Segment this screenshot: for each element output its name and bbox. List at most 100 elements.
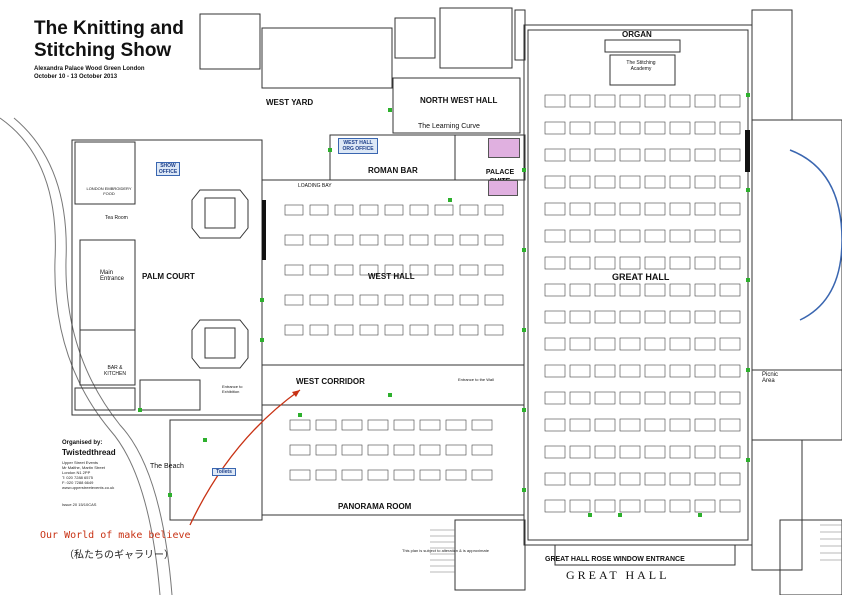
exhibition-stand <box>359 264 379 276</box>
exhibition-stand <box>644 283 666 297</box>
great-hall-big-label: GREAT HALL <box>566 568 670 582</box>
exhibition-stand <box>341 419 363 431</box>
address-line: www.upperstreetevents.co.uk <box>62 485 115 490</box>
exhibition-stand <box>694 121 716 135</box>
exhibition-stand <box>694 391 716 405</box>
exhibition-stand <box>544 418 566 432</box>
exhibition-stand <box>619 121 641 135</box>
exhibition-stand <box>484 324 504 336</box>
exhibition-stand <box>594 175 616 189</box>
exhibition-stand <box>409 264 429 276</box>
exhibition-stand <box>393 419 415 431</box>
exhibition-stand <box>694 472 716 486</box>
exhibition-stand <box>644 418 666 432</box>
exhibition-stand <box>544 148 566 162</box>
exhibition-stand <box>669 175 691 189</box>
show-office-label: SHOW OFFICE <box>156 162 180 176</box>
exhibition-stand <box>359 324 379 336</box>
door-marker <box>138 408 142 412</box>
exhibition-stand <box>569 418 591 432</box>
exhibition-stand <box>719 121 741 135</box>
exhibition-stand <box>644 364 666 378</box>
exhibition-stand <box>719 418 741 432</box>
london-embroidery-label: LONDON EMBROIDERY FOOD <box>86 186 132 196</box>
the-beach-label: The Beach <box>150 463 184 470</box>
exhibition-stand <box>719 472 741 486</box>
exhibition-stand <box>719 175 741 189</box>
exhibition-stand <box>669 121 691 135</box>
exhibition-stand <box>384 204 404 216</box>
door-marker <box>522 408 526 412</box>
exhibition-stand <box>594 337 616 351</box>
exhibition-stand <box>384 324 404 336</box>
door-marker <box>388 108 392 112</box>
exhibition-stand <box>434 294 454 306</box>
exhibition-stand <box>619 229 641 243</box>
exhibition-stand <box>544 499 566 513</box>
exhibition-stand <box>594 418 616 432</box>
organiser-heading: Organised by: <box>62 440 103 446</box>
picnic-area-label: Picnic Area <box>762 372 779 384</box>
palace-suite-room <box>488 138 520 158</box>
exhibition-stand <box>569 337 591 351</box>
exhibition-stand <box>309 204 329 216</box>
exhibition-stand <box>544 337 566 351</box>
exhibition-stand <box>569 256 591 270</box>
exhibition-stand <box>309 234 329 246</box>
exhibition-stand <box>384 234 404 246</box>
exhibition-stand <box>694 499 716 513</box>
exhibition-stand <box>409 204 429 216</box>
exhibition-stand <box>694 418 716 432</box>
exhibition-stand <box>694 310 716 324</box>
organiser-name: Twistedthread <box>62 448 116 457</box>
exhibition-stand <box>669 499 691 513</box>
issue-label: Issue 20 15/10CAS <box>62 502 97 507</box>
door-marker <box>260 338 264 342</box>
exhibition-stand <box>359 234 379 246</box>
exhibition-stand <box>544 283 566 297</box>
exhibition-stand <box>284 324 304 336</box>
exhibition-stand <box>544 121 566 135</box>
exhibition-stand <box>694 175 716 189</box>
door-marker <box>448 198 452 202</box>
exhibition-stand <box>644 175 666 189</box>
exhibition-stand <box>434 234 454 246</box>
bar-kitchen-label: BAR & KITCHEN <box>104 365 126 377</box>
address-line: London N1 2PP <box>62 470 91 475</box>
exhibition-stand <box>694 202 716 216</box>
door-marker <box>522 248 526 252</box>
exhibition-stand <box>334 204 354 216</box>
exhibition-stand <box>694 256 716 270</box>
callout-japanese: （私たちのギャラリー） <box>64 550 174 561</box>
door-marker <box>618 513 622 517</box>
exhibition-stand <box>367 444 389 456</box>
learning-curve-label: The Learning Curve <box>418 123 480 130</box>
exhibition-stand <box>284 294 304 306</box>
exhibition-stand <box>484 204 504 216</box>
exhibition-stand <box>334 234 354 246</box>
exhibition-stand <box>644 472 666 486</box>
door-marker <box>588 513 592 517</box>
great-hall-label: GREAT HALL <box>612 272 670 282</box>
exhibition-stand <box>341 444 363 456</box>
door-marker <box>522 168 526 172</box>
exhibition-stand <box>569 121 591 135</box>
exhibition-stand <box>644 148 666 162</box>
exhibition-stand <box>569 148 591 162</box>
exhibition-stand <box>719 229 741 243</box>
exhibition-stand <box>669 364 691 378</box>
exhibition-stand <box>669 391 691 405</box>
exhibition-stand <box>569 229 591 243</box>
exhibition-stand <box>619 418 641 432</box>
door-marker <box>328 148 332 152</box>
exhibition-stand <box>619 202 641 216</box>
exhibition-stand <box>619 256 641 270</box>
exhibition-stand <box>419 444 441 456</box>
exhibition-stand <box>644 391 666 405</box>
exhibition-stand <box>719 499 741 513</box>
exhibition-stand <box>341 469 363 481</box>
magenta-room <box>488 180 518 196</box>
exhibition-stand <box>594 148 616 162</box>
exhibition-stand <box>644 310 666 324</box>
exhibition-stand <box>459 324 479 336</box>
